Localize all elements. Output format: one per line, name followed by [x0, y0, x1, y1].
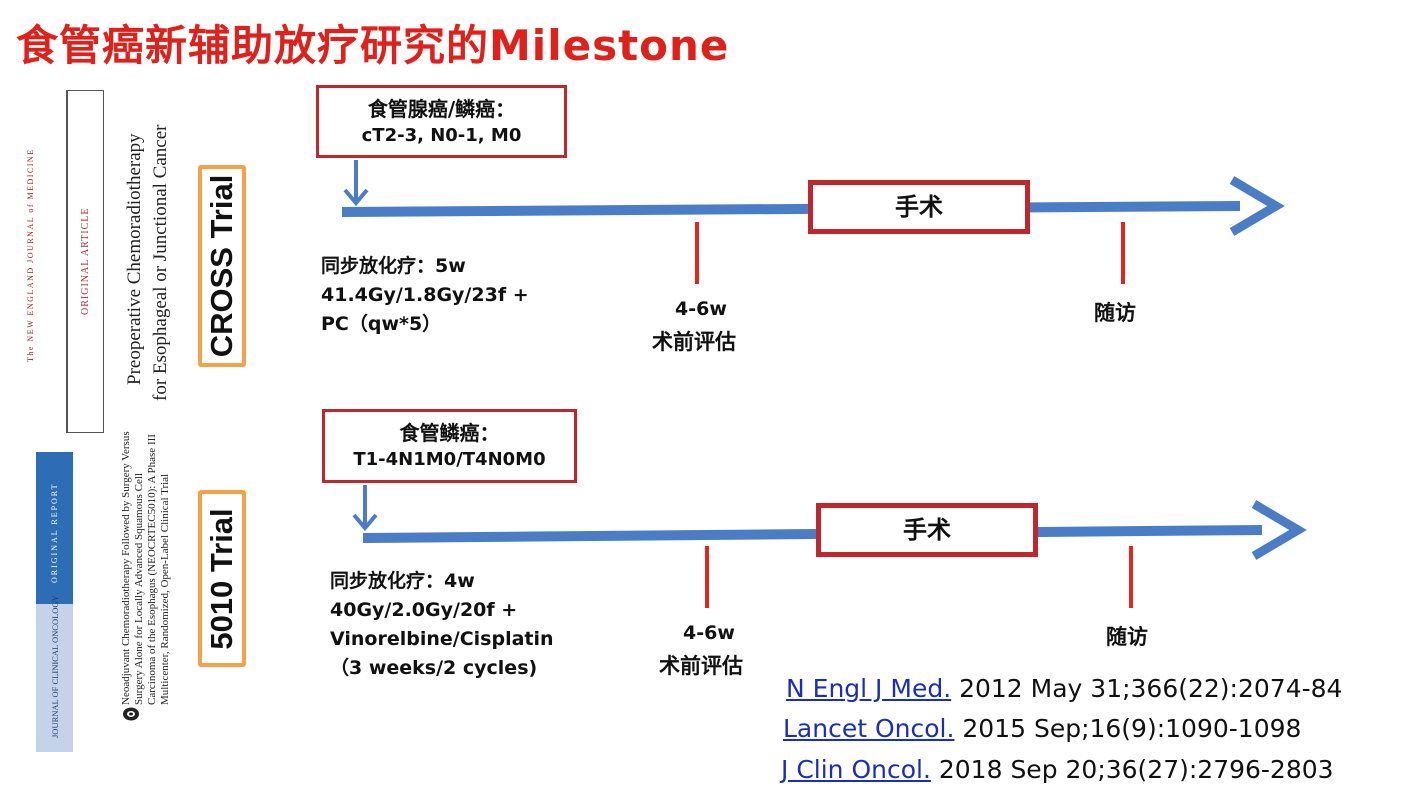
cross-eval: 术前评估 [652, 330, 736, 354]
cross-eval-tick [695, 222, 699, 284]
jco-top-bar [36, 452, 73, 604]
asco-logo-icon [123, 707, 139, 721]
trial-5010-eligibility-box: 食管鳞癌： T1-4N1M0/T4N0M0 [322, 409, 577, 483]
cross-timeline-arrowhead [1229, 176, 1285, 236]
trial-5010-followup-tick [1129, 546, 1133, 608]
cross-surgery-box: 手术 [808, 180, 1030, 234]
trial-5010-eval: 术前评估 [659, 654, 743, 678]
cross-start-arrowhead-icon [343, 188, 369, 207]
trial-5010-crt-line3: Vinorelbine/Cisplatin [330, 628, 554, 650]
nejm-label-frame [66, 90, 104, 433]
reference-lancet: Lancet Oncol. 2015 Sep;16(9):1090-1098 [783, 714, 1301, 743]
cross-interval: 4-6w [675, 298, 727, 320]
trial-5010-eval-tick [705, 546, 709, 608]
cross-crt-line1: 同步放化疗：5w [321, 255, 466, 277]
reference-jco: J Clin Oncol. 2018 Sep 20;36(27):2796-28… [781, 755, 1334, 784]
cross-crt-line3: PC（qw*5） [321, 313, 442, 335]
trial-5010-surgery-box: 手术 [816, 503, 1038, 557]
jco-bottom-bar [36, 604, 73, 752]
cross-followup: 随访 [1094, 301, 1136, 325]
trial-5010-timeline-arrow [363, 525, 1262, 543]
trial-5010-crt-line1: 同步放化疗：4w [330, 570, 475, 592]
trial-5010-crt-line2: 40Gy/2.0Gy/20f + [330, 599, 518, 621]
cross-eligibility-line2: cT2-3, N0-1, M0 [361, 125, 522, 146]
trial-5010-label: 5010 Trial [198, 490, 246, 667]
reference-jco-detail: 2018 Sep 20;36(27):2796-2803 [930, 755, 1334, 784]
trial-5010-start-arrowhead-icon [352, 513, 378, 532]
trial-5010-eligibility-line1: 食管鳞癌： [399, 421, 500, 445]
trial-5010-timeline-arrowhead [1251, 500, 1307, 560]
cross-eligibility-box: 食管腺癌/鳞癌： cT2-3, N0-1, M0 [316, 85, 567, 158]
trial-5010-eligibility-line2: T1-4N1M0/T4N0M0 [353, 449, 546, 470]
cross-followup-tick [1121, 222, 1125, 284]
reference-jco-journal-link[interactable]: J Clin Oncol. [781, 755, 931, 784]
trial-5010-crt-line4: （3 weeks/2 cycles) [330, 657, 538, 679]
page-title: 食管癌新辅助放疗研究的Milestone [16, 21, 730, 70]
cross-crt-line2: 41.4Gy/1.8Gy/23f + [321, 284, 529, 306]
cross-eligibility-line1: 食管腺癌/鳞癌： [367, 97, 516, 121]
cross-crt-description: 同步放化疗：5w 41.4Gy/1.8Gy/23f + PC（qw*5） [321, 252, 529, 339]
trial-5010-interval: 4-6w [683, 622, 735, 644]
reference-lancet-detail: 2015 Sep;16(9):1090-1098 [954, 714, 1302, 743]
reference-nejm: N Engl J Med. 2012 May 31;366(22):2074-8… [786, 674, 1342, 703]
reference-nejm-detail: 2012 May 31;366(22):2074-84 [951, 674, 1343, 703]
trial-5010-crt-description: 同步放化疗：4w 40Gy/2.0Gy/20f + Vinorelbine/Ci… [330, 567, 554, 683]
cross-timeline-arrow [342, 201, 1240, 217]
trial-5010-followup: 随访 [1106, 625, 1148, 649]
reference-nejm-journal-link[interactable]: N Engl J Med. [786, 674, 952, 703]
reference-lancet-journal-link[interactable]: Lancet Oncol. [783, 714, 955, 743]
cross-trial-label: CROSS Trial [198, 165, 246, 367]
